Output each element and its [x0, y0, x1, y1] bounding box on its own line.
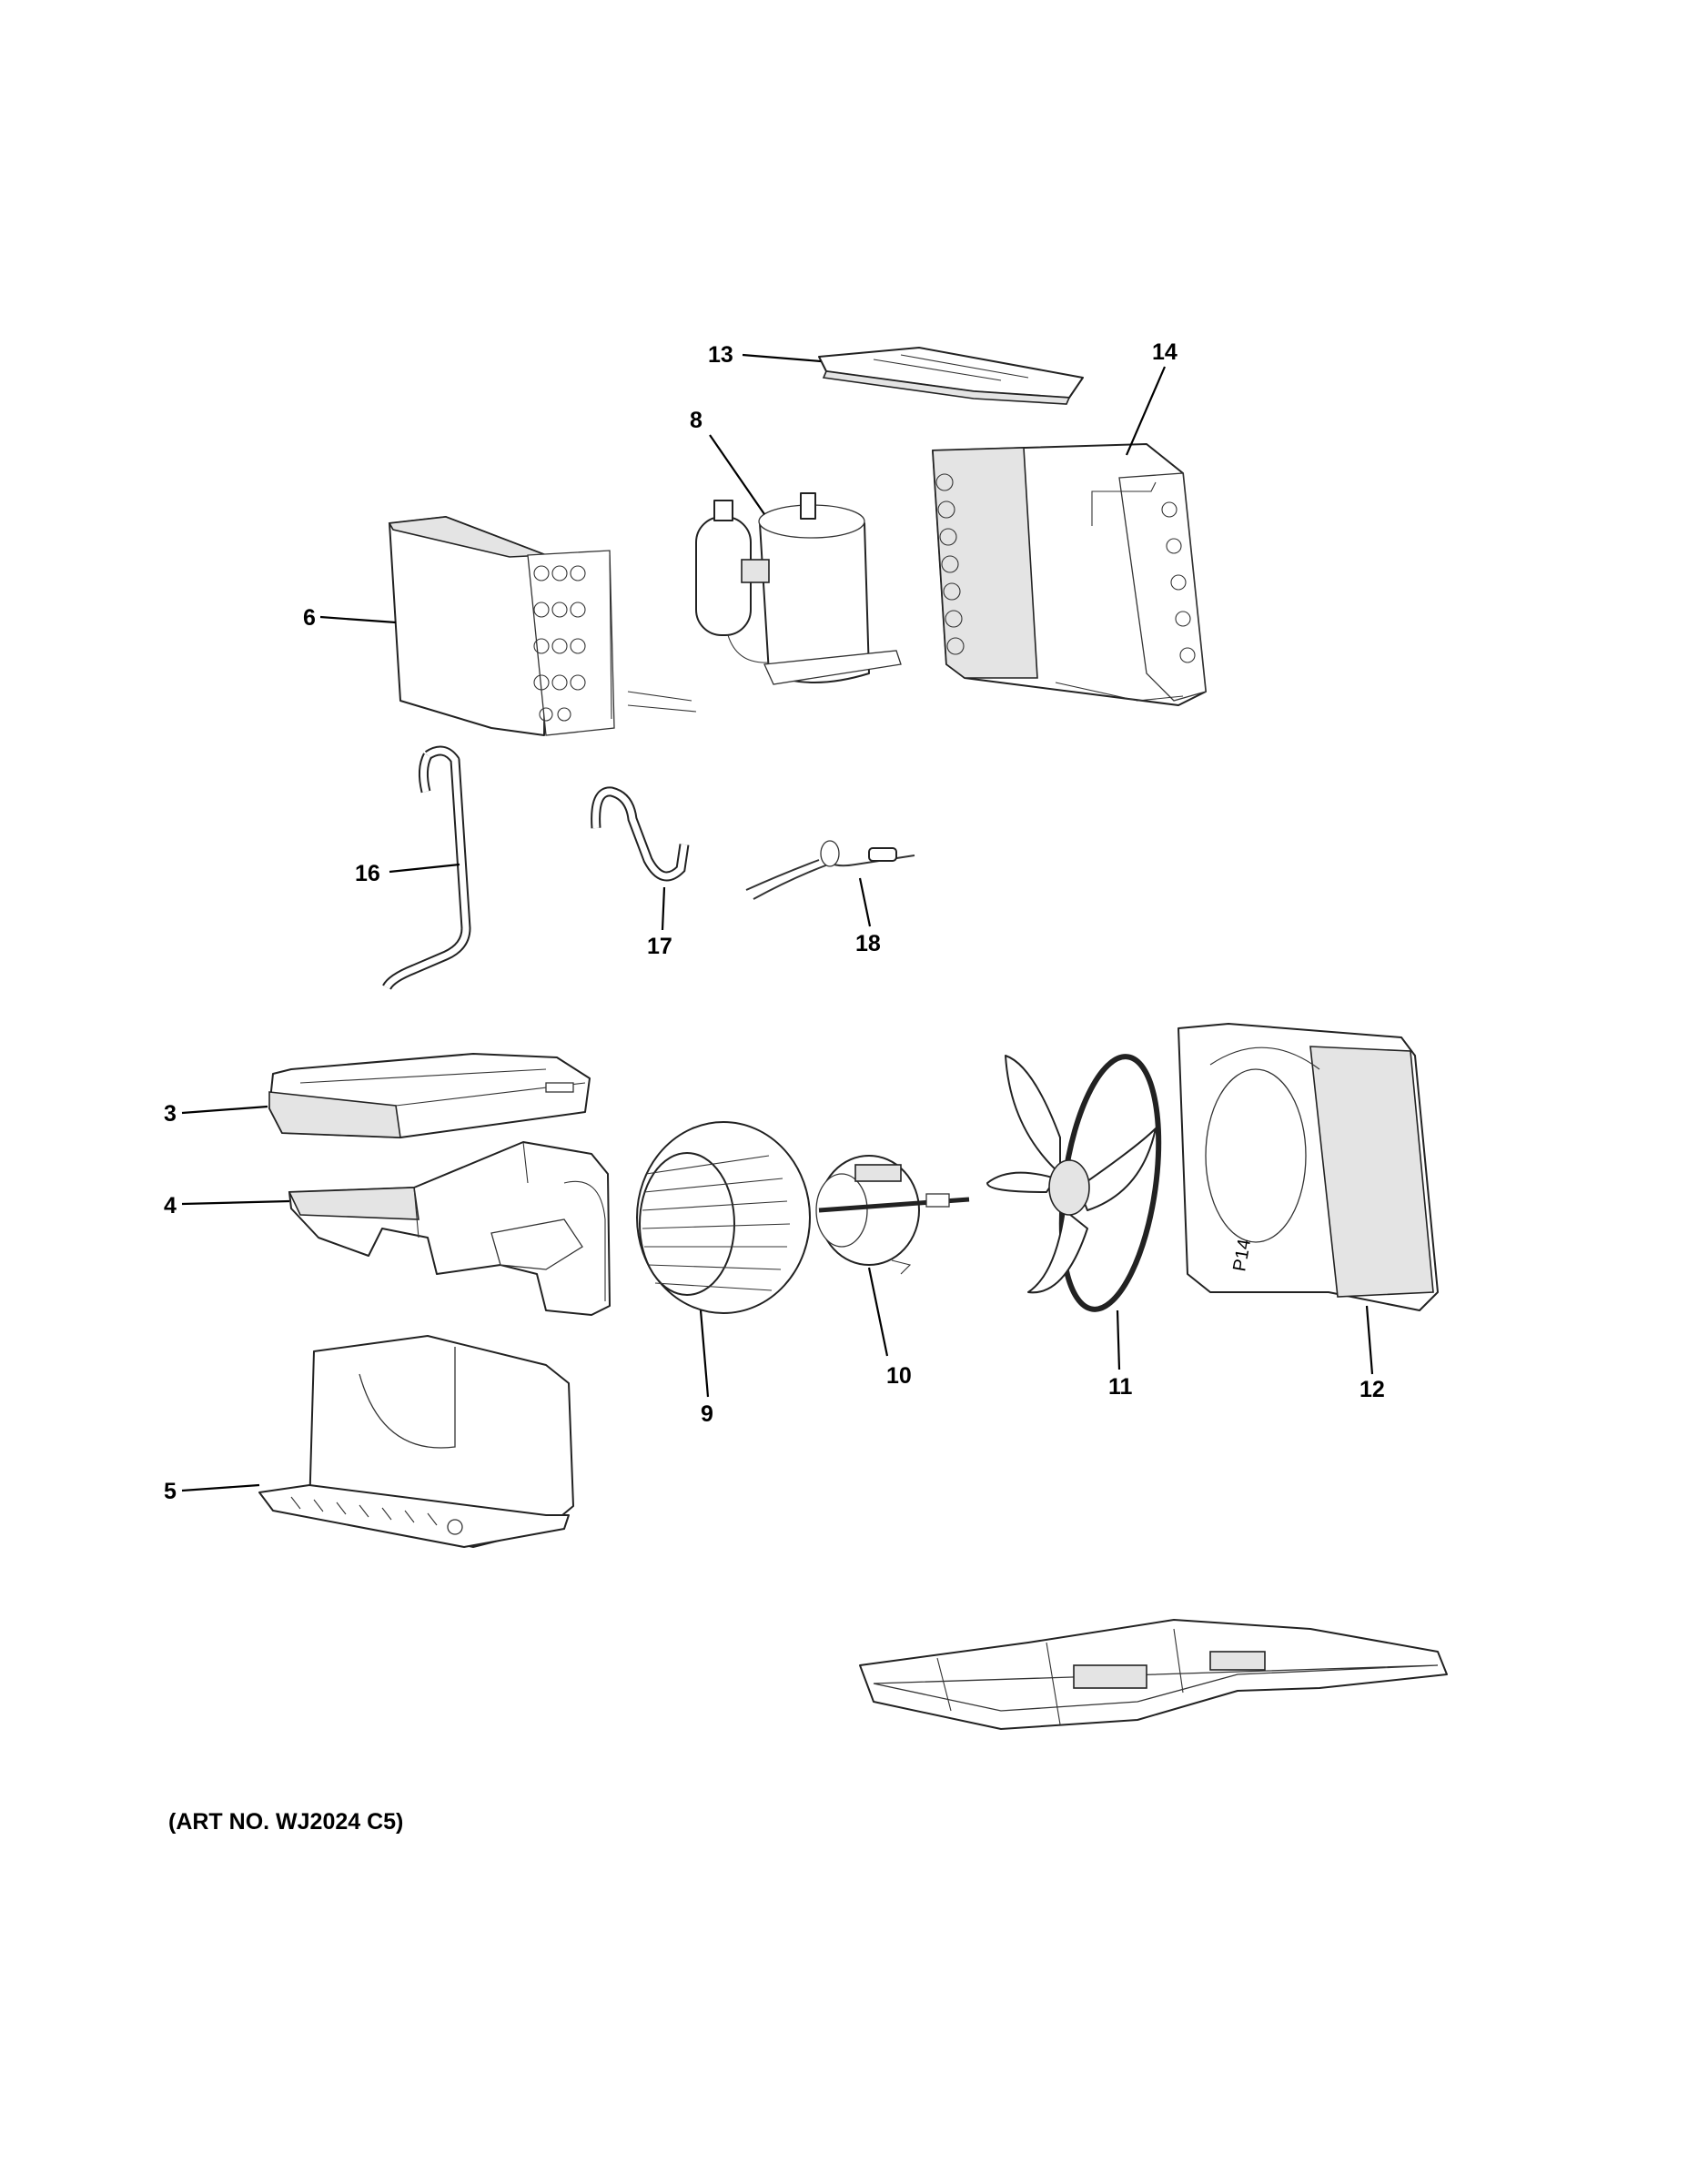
- callout-3: 3: [164, 1101, 268, 1127]
- callout-10: 10: [867, 1267, 912, 1389]
- part-4-scroll-housing: [288, 1141, 611, 1316]
- evap-hairpins: [533, 565, 586, 722]
- base-chassis: [859, 1619, 1448, 1730]
- callout-14: 14: [1125, 339, 1178, 456]
- svg-text:13: 13: [708, 342, 733, 368]
- svg-text:16: 16: [355, 861, 380, 886]
- callout-6: 6: [303, 605, 397, 631]
- part-18-thermistor: [745, 840, 915, 900]
- part-11-condenser-fan: [986, 1054, 1162, 1312]
- art-number: (ART NO. WJ2024 C5): [168, 1809, 404, 1835]
- callout-11: 11: [1108, 1309, 1133, 1400]
- part-14-condenser-coil: [932, 443, 1207, 706]
- svg-text:3: 3: [164, 1101, 177, 1127]
- part-6-evaporator-coil: [388, 516, 697, 736]
- svg-text:11: 11: [1108, 1374, 1133, 1400]
- svg-text:17: 17: [647, 934, 672, 959]
- part-9-blower-wheel: [636, 1121, 811, 1314]
- part-5-base-pan: [258, 1335, 574, 1548]
- svg-text:4: 4: [164, 1193, 177, 1218]
- part-13-top-bracket: [818, 347, 1084, 405]
- svg-text:6: 6: [303, 605, 316, 631]
- part-12-fan-shroud: P14: [1178, 1023, 1439, 1311]
- callout-17: 17: [647, 886, 672, 959]
- svg-text:18: 18: [855, 931, 881, 956]
- callout-12: 12: [1359, 1305, 1385, 1402]
- callout-5: 5: [164, 1479, 260, 1504]
- callout-9: 9: [699, 1309, 713, 1427]
- svg-text:14: 14: [1152, 339, 1178, 365]
- part-3-top-cover: [268, 1053, 591, 1138]
- blower-blades: [642, 1155, 791, 1291]
- pan-ribs: [290, 1496, 438, 1526]
- part-8-compressor: [695, 492, 902, 685]
- part-16-tube: [382, 745, 471, 990]
- callout-13: 13: [708, 342, 822, 368]
- coil-hairpins: [935, 473, 1196, 663]
- svg-text:8: 8: [690, 408, 702, 433]
- callout-18: 18: [855, 877, 881, 956]
- svg-text:5: 5: [164, 1479, 177, 1504]
- callout-16: 16: [355, 861, 460, 886]
- svg-text:9: 9: [701, 1401, 713, 1427]
- part-10-fan-motor: [815, 1155, 970, 1275]
- callout-8: 8: [690, 408, 765, 515]
- callout-4: 4: [164, 1193, 290, 1218]
- part-17-tube: [591, 786, 690, 882]
- svg-text:10: 10: [886, 1363, 912, 1389]
- svg-text:12: 12: [1359, 1377, 1385, 1402]
